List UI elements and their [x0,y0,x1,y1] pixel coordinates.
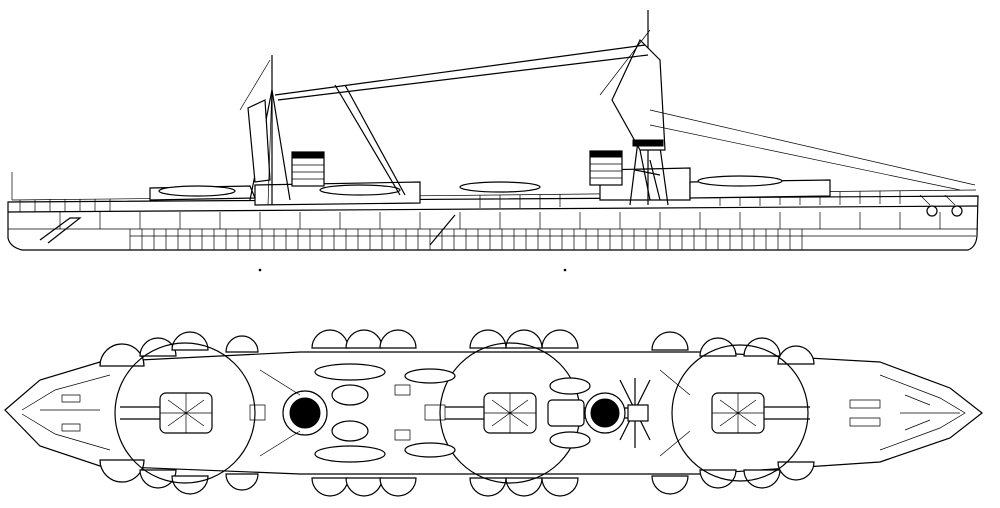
sponsons-top [99,329,815,367]
boat-3 [459,181,541,193]
boat-4 [697,175,783,187]
boat-2 [319,184,401,196]
fore-funnel [589,150,623,186]
hull-plating [59,212,941,250]
turret-1 [120,392,213,434]
funnel-aft-plan [282,390,328,436]
funnel-fore-plan [584,392,626,434]
aft-mast [247,55,291,206]
boat-1 [158,185,236,197]
side-profile-view [7,10,979,251]
turret-arc-aft [114,342,256,484]
hull-profile [7,195,979,251]
aft-funnel [291,151,325,187]
fore-mast [611,10,669,206]
turret-3 [711,392,810,434]
plan-view [4,329,983,497]
turret-arc-fwd [671,344,809,482]
turret-2 [445,392,537,434]
